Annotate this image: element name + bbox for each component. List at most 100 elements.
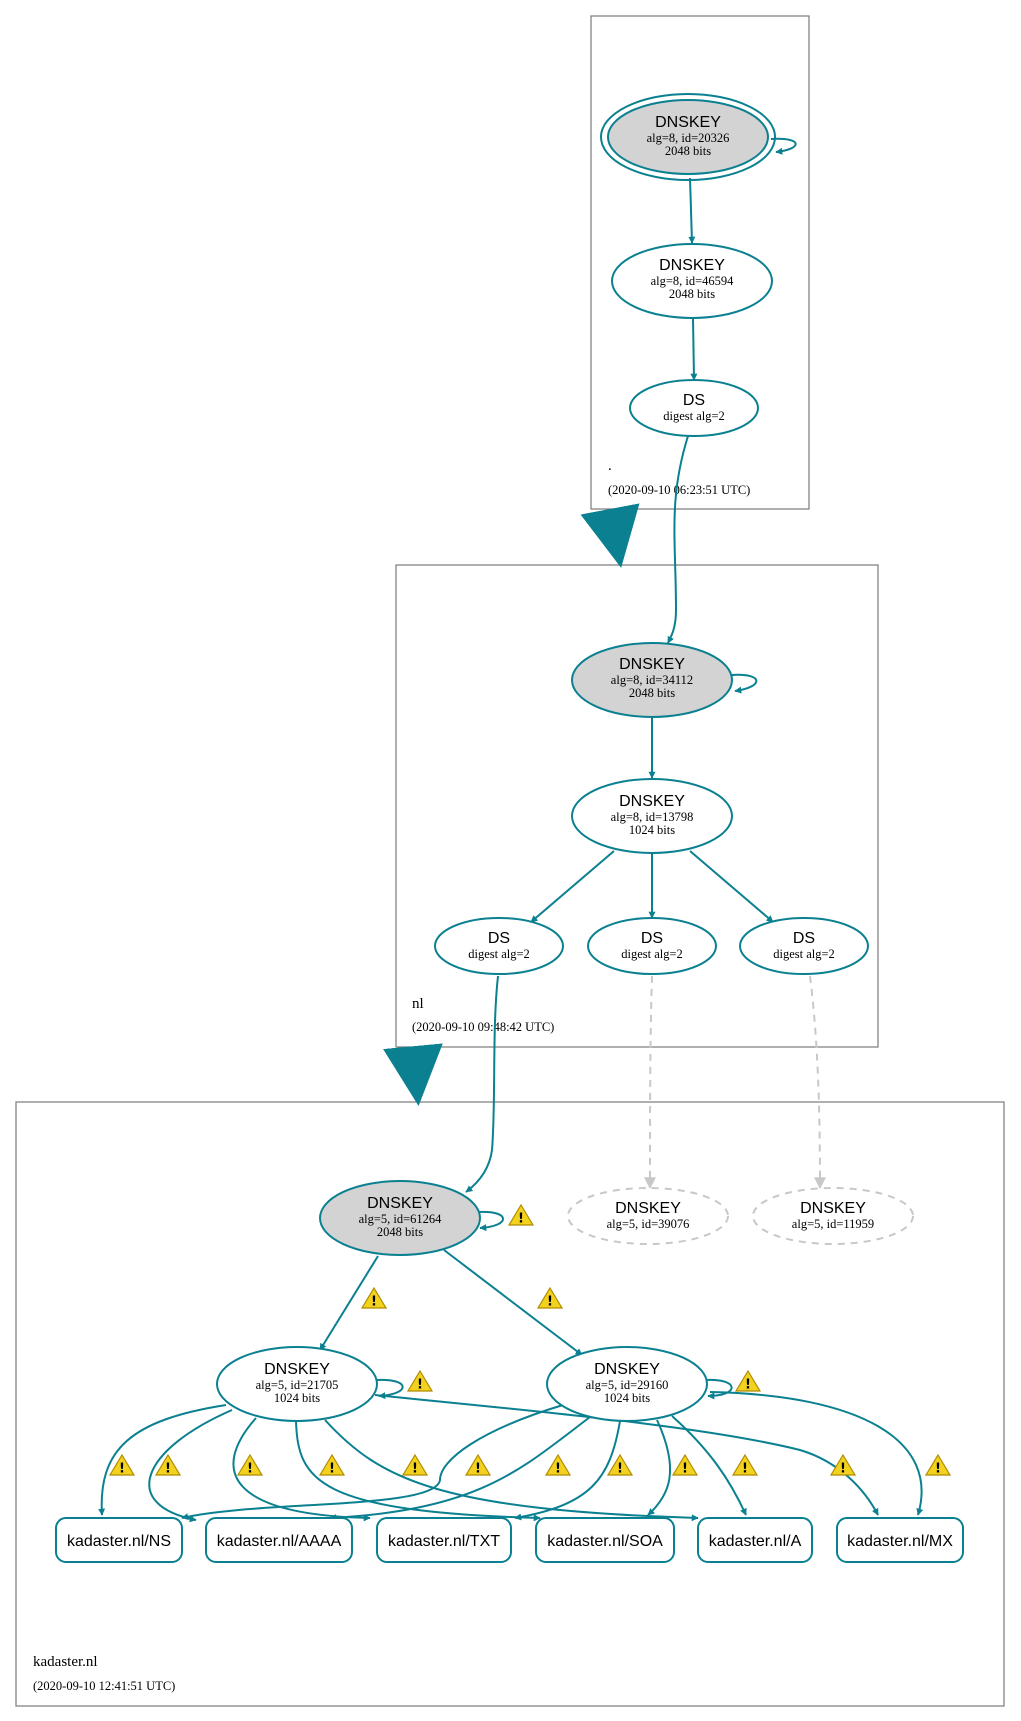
node-k-ksk-line1: alg=5, id=61264 [359,1212,443,1226]
node-root-ds-line1: digest alg=2 [663,409,725,423]
edge-zsk2-txt [514,1420,621,1521]
rrset-a-label: kadaster.nl/A [709,1533,802,1550]
edge-nl-zsk-ds3 [689,850,774,923]
node-root-ds-title: DS [683,392,705,409]
node-nl-ksk[interactable]: DNSKEY alg=8, id=34112 2048 bits [571,642,733,718]
node-k-zsk-2-title: DNSKEY [594,1361,660,1378]
zone-time-root: (2020-09-10 06:23:51 UTC) [608,483,750,497]
edge-nl-ksk-self [731,673,758,694]
edge-zsk2-aaaa [329,1416,591,1522]
node-k-zsk-1-line2: 1024 bits [274,1391,320,1405]
edge-nl-ds1-k-ksk [465,975,499,1193]
warning-triangle-icon[interactable] [732,1454,758,1477]
warning-triangle-icon[interactable] [319,1454,345,1477]
warning-triangle-icon[interactable] [508,1204,534,1227]
delegation-arrow-root-nl [580,503,640,568]
node-nl-ds-2[interactable]: DS digest alg=2 [587,917,717,975]
warning-triangle-icon[interactable] [407,1370,433,1393]
node-k-ksk[interactable]: DNSKEY alg=5, id=61264 2048 bits [319,1180,481,1256]
node-nl-ds-1-line1: digest alg=2 [468,947,530,961]
edge-zsk1-txt [232,1417,371,1522]
warning-triangle-icon[interactable] [607,1454,633,1477]
rrset-soa[interactable]: kadaster.nl/SOA [535,1517,675,1563]
warning-triangle-icon[interactable] [735,1370,761,1393]
zone-name-kadaster: kadaster.nl [33,1654,98,1670]
warning-triangle-icon[interactable] [925,1454,951,1477]
rrset-aaaa[interactable]: kadaster.nl/AAAA [205,1517,353,1563]
node-root-zsk-title: DNSKEY [659,257,725,274]
node-k-ksk-title: DNSKEY [367,1195,433,1212]
edge-k-ksk-zsk2 [443,1249,583,1356]
node-k-zsk-1-line1: alg=5, id=21705 [256,1378,339,1392]
node-k-zsk-1-title: DNSKEY [264,1361,330,1378]
node-nl-ds-1[interactable]: DS digest alg=2 [434,917,564,975]
edge-zsk2-soa [647,1419,672,1516]
zone-name-nl: nl [412,996,424,1012]
node-nl-ds-2-title: DS [641,930,663,947]
zone-name-root: . [608,458,612,474]
edge-root-ksk-self [770,137,797,155]
edge-nl-ds2-ghost1 [644,975,657,1190]
edge-zsk1-a [324,1419,699,1522]
node-nl-zsk-line1: alg=8, id=13798 [611,810,694,824]
rrset-soa-label: kadaster.nl/SOA [547,1533,663,1550]
edge-zsk1-aaaa [148,1409,233,1523]
edge-root-ksk-zsk [688,177,696,244]
edge-zsk2-mx [709,1391,924,1516]
node-k-ghost-1-title: DNSKEY [615,1200,681,1217]
rrset-aaaa-label: kadaster.nl/AAAA [217,1533,342,1550]
node-nl-ksk-line2: 2048 bits [629,686,675,700]
warning-triangle-icon[interactable] [402,1454,428,1477]
rrset-txt-label: kadaster.nl/TXT [388,1533,500,1550]
edge-k-ksk-zsk1 [319,1255,379,1351]
node-root-ksk[interactable]: DNSKEY alg=8, id=20326 2048 bits [600,93,776,181]
warning-triangle-icon[interactable] [237,1454,263,1477]
zone-time-nl: (2020-09-10 09:48:42 UTC) [412,1020,554,1034]
warning-triangle-icon[interactable] [537,1287,563,1310]
node-nl-zsk[interactable]: DNSKEY alg=8, id=13798 1024 bits [571,778,733,854]
node-nl-ds-3[interactable]: DS digest alg=2 [739,917,869,975]
node-k-ksk-line2: 2048 bits [377,1225,423,1239]
node-k-ghost-1[interactable]: DNSKEY alg=5, id=39076 [567,1187,729,1245]
node-root-ds[interactable]: DS digest alg=2 [629,379,759,437]
node-k-zsk-1[interactable]: DNSKEY alg=5, id=21705 1024 bits [216,1346,378,1422]
node-root-zsk-line2: 2048 bits [669,287,715,301]
node-k-zsk-2-line2: 1024 bits [604,1391,650,1405]
node-root-ksk-line1: alg=8, id=20326 [647,131,730,145]
node-nl-ksk-line1: alg=8, id=34112 [611,673,693,687]
node-nl-ds-2-line1: digest alg=2 [621,947,683,961]
node-root-zsk[interactable]: DNSKEY alg=8, id=46594 2048 bits [611,243,773,319]
node-k-ghost-1-line1: alg=5, id=39076 [607,1217,690,1231]
node-nl-zsk-line2: 1024 bits [629,823,675,837]
edge-root-ds-nl-ksk [667,435,689,644]
rrset-txt[interactable]: kadaster.nl/TXT [376,1517,512,1563]
edge-root-zsk-ds [690,317,698,381]
node-k-zsk-2[interactable]: DNSKEY alg=5, id=29160 1024 bits [546,1346,708,1422]
warning-triangle-icon[interactable] [361,1287,387,1310]
warning-triangle-icon[interactable] [672,1454,698,1477]
zone-time-kadaster: (2020-09-10 12:41:51 UTC) [33,1679,175,1693]
edge-zsk2-ns [181,1404,564,1520]
rrset-mx[interactable]: kadaster.nl/MX [836,1517,964,1563]
node-k-ghost-2[interactable]: DNSKEY alg=5, id=11959 [752,1187,914,1245]
warning-triangle-icon[interactable] [465,1454,491,1477]
rrset-ns[interactable]: kadaster.nl/NS [55,1517,183,1563]
node-nl-ksk-title: DNSKEY [619,656,685,673]
node-nl-zsk-title: DNSKEY [619,793,685,810]
warning-triangle-icon[interactable] [545,1454,571,1477]
edge-zsk1-soa [295,1420,541,1522]
node-root-zsk-line1: alg=8, id=46594 [651,274,735,288]
edge-nl-ds3-ghost2 [809,975,826,1190]
edge-zsk1-mx [374,1394,879,1516]
zone-box-root [590,15,810,510]
node-root-ksk-title: DNSKEY [655,114,721,131]
edge-nl-zsk-ds1 [530,850,615,923]
node-k-zsk-2-line1: alg=5, id=29160 [586,1378,669,1392]
delegation-arrow-nl-kadaster [383,1043,443,1106]
node-nl-ds-3-line1: digest alg=2 [773,947,835,961]
edge-k-zsk2-self [704,1378,733,1400]
rrset-a[interactable]: kadaster.nl/A [697,1517,813,1563]
zone-box-kadaster [15,1101,1005,1707]
edge-zsk1-ns [98,1404,227,1516]
